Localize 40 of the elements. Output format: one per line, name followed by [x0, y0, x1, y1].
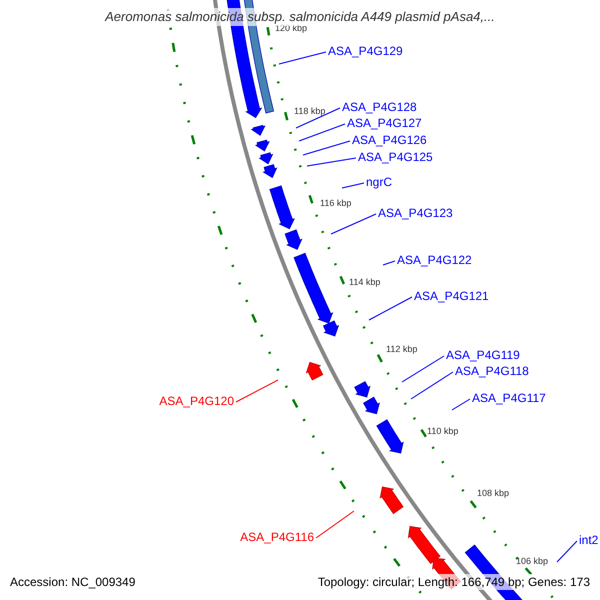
leader-line — [278, 52, 326, 64]
accession-text: Accession: NC_009349 — [8, 574, 138, 590]
gene-label: int2 — [579, 532, 598, 548]
gene-label: ASA_P4G125 — [358, 149, 433, 165]
leader-line — [330, 214, 376, 234]
summary-text: Topology: circular; Length: 166,749 bp; Genes: 173 — [316, 574, 592, 590]
scale-label: 118 kbp — [294, 106, 326, 117]
gene-label: ASA_P4G123 — [378, 205, 453, 221]
scale-label: 120 kbp — [275, 23, 308, 34]
leader-line — [306, 158, 356, 166]
scale-label: 108 kbp — [477, 488, 510, 499]
leader-line — [302, 140, 350, 156]
leader-line — [342, 182, 364, 188]
leader-line — [296, 108, 340, 128]
gene-label: ngrC — [366, 174, 392, 190]
gene-label: ASA_P4G127 — [347, 115, 422, 131]
leader-line — [402, 356, 444, 382]
gene-label: ASA_P4G119 — [446, 347, 520, 363]
gene-label: ASA_P4G122 — [397, 252, 472, 268]
scale-label: 110 kbp — [427, 426, 458, 437]
gene-label: ASA_P4G118 — [455, 363, 529, 379]
leader-line — [236, 380, 278, 402]
scale-label: 112 kbp — [386, 344, 418, 355]
gene-label: ASA_P4G121 — [414, 288, 489, 304]
scale-label: 116 kbp — [320, 198, 352, 209]
gene-label: ASA_P4G116 — [240, 529, 314, 545]
gene-label: ASA_P4G126 — [352, 132, 427, 148]
gene-label: ASA_P4G128 — [342, 99, 417, 115]
leader-line — [316, 510, 354, 538]
gene-label: ASA_P4G117 — [472, 390, 546, 406]
leader-line — [410, 372, 454, 400]
leader-line — [452, 398, 470, 410]
gene-label: ASA_P4G120 — [159, 393, 234, 409]
leader-line — [298, 124, 346, 142]
leader-line — [556, 540, 578, 562]
gene-label: ASA_P4G129 — [328, 43, 403, 59]
scale-label: 114 kbp — [349, 277, 380, 288]
scale-label: 106 kbp — [516, 556, 548, 567]
leader-line — [382, 260, 396, 266]
leader-line — [368, 296, 412, 320]
